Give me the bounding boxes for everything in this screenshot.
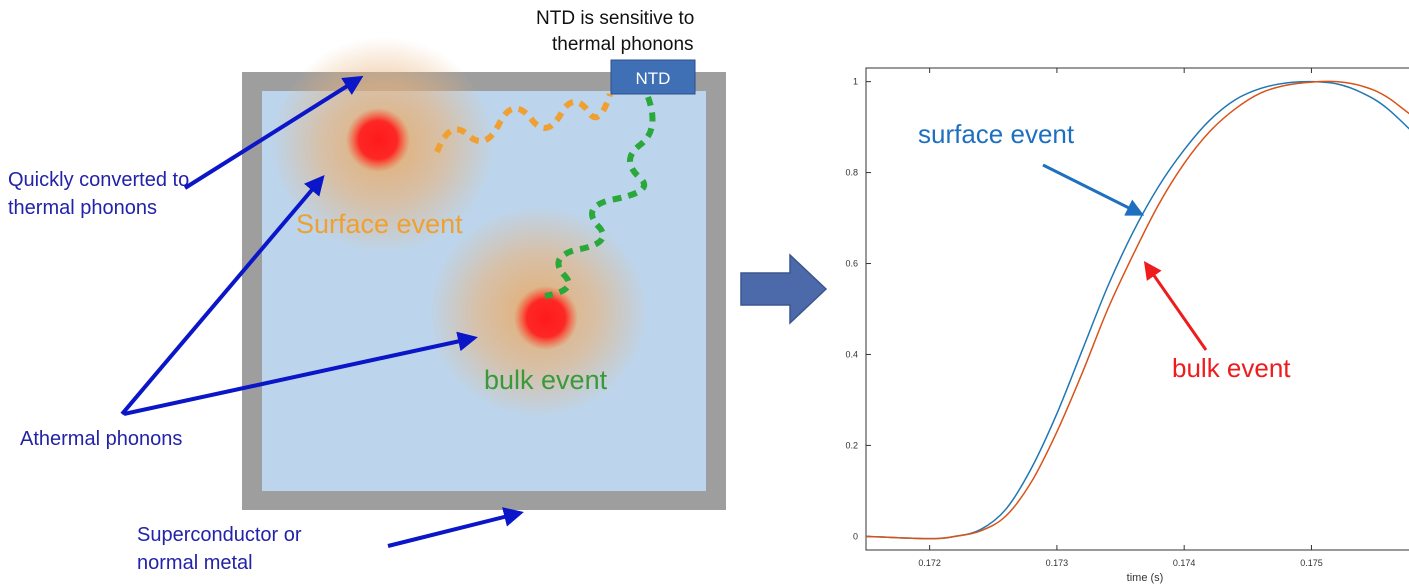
ntd-note: NTD is sensitive to thermal phonons — [536, 8, 694, 55]
x-tick-label: 0.172 — [918, 558, 941, 568]
y-tick-label: 1 — [853, 77, 858, 87]
bulk-event-hotspot — [514, 286, 578, 350]
y-tick-label: 0.8 — [845, 168, 858, 178]
quick-note-line-1: Quickly converted to — [8, 169, 189, 191]
bulk-phonon-path — [544, 95, 656, 299]
chart-series — [866, 80, 1409, 540]
x-tick-label: 0.175 — [1300, 558, 1323, 568]
surface-event-hotspot — [346, 108, 410, 172]
ntd-label: NTD — [636, 69, 671, 88]
x-axis-ticks: 0.172 0.173 0.174 0.175 — [918, 68, 1323, 568]
detector-schematic: NTD Surface event bulk event — [242, 37, 726, 510]
arrow-to-surface-edge — [183, 75, 364, 190]
quick-note-line-2: thermal phonons — [8, 197, 157, 219]
x-axis-label: time (s) — [1127, 572, 1164, 584]
ntd-sensor — [610, 59, 696, 95]
arrow-athermal-bulk — [123, 331, 478, 416]
surface-event-annotation-arrow — [1042, 163, 1145, 216]
bulk-event-annotation: bulk event — [1172, 353, 1291, 383]
plot-frame — [865, 67, 1409, 551]
x-tick-label: 0.174 — [1173, 558, 1196, 568]
y-tick-label: 0.6 — [845, 259, 858, 269]
material-note-line-1: Superconductor or — [137, 524, 302, 546]
ntd-note-line-1: NTD is sensitive to — [536, 8, 694, 29]
bulk-event-annotation-arrow — [1143, 261, 1208, 351]
material-note: Superconductor or normal metal — [137, 524, 302, 574]
arrow-athermal-surface — [120, 174, 325, 416]
bulk-event-curve — [866, 80, 1409, 540]
y-tick-label: 0.2 — [845, 440, 858, 450]
annotation-arrows — [120, 75, 524, 548]
surface-event-annotation: surface event — [918, 119, 1075, 149]
y-tick-label: 0.4 — [845, 349, 858, 359]
quick-note: Quickly converted to thermal phonons — [8, 169, 189, 219]
arrow-material — [387, 507, 524, 548]
surface-phonon-path — [434, 93, 613, 154]
pulse-chart: 0 0.2 0.4 0.6 0.8 1 0.172 0.173 0.174 0.175 time… — [845, 67, 1409, 584]
surface-event-label: Surface event — [296, 209, 463, 239]
material-note-line-2: normal metal — [137, 552, 253, 574]
x-tick-label: 0.173 — [1046, 558, 1069, 568]
transition-arrow — [740, 253, 828, 325]
surface-event-curve — [866, 80, 1409, 540]
y-axis-ticks: 0 0.2 0.4 0.6 0.8 1 — [845, 77, 871, 541]
ntd-note-line-2: thermal phonons — [552, 34, 694, 55]
y-tick-label: 0 — [853, 531, 858, 541]
bulk-event-label: bulk event — [484, 365, 608, 395]
athermal-label: Athermal phonons — [20, 428, 182, 450]
